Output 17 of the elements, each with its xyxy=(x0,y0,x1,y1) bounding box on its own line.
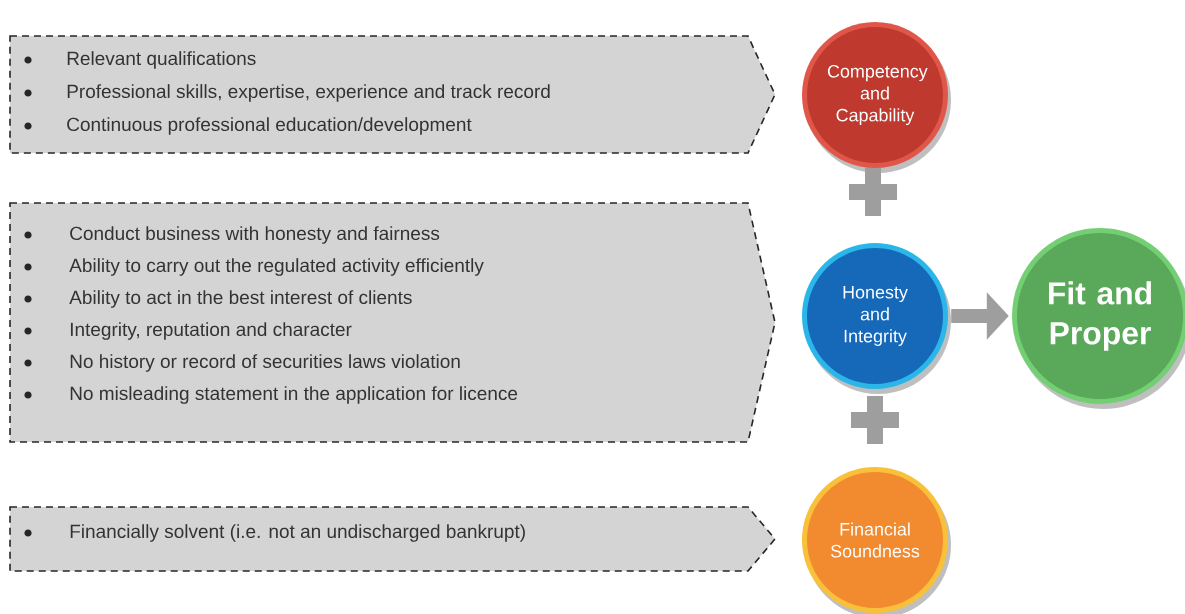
bullet-text: Conduct business with honesty and fairness xyxy=(70,226,440,244)
bullet-text: Professional skills, expertise, experience and track record xyxy=(67,84,550,102)
bullet-text: Financially solvent (i.e. not an undischarged bankrupt) xyxy=(70,524,525,542)
bullet-box xyxy=(9,506,777,572)
circle-node: Honesty and Integrity xyxy=(802,243,951,394)
bullet-text: Relevant qualifications xyxy=(67,51,256,69)
bullet-text: Ability to act in the best interest of clients xyxy=(69,290,412,308)
bullet-text: Continuous professional education/development xyxy=(67,117,472,135)
bullet-box xyxy=(9,202,776,443)
circle-node: Fit and Proper xyxy=(1012,228,1185,409)
circle-node: Financial Soundness xyxy=(802,467,951,614)
circle-node: Competency and Capability xyxy=(802,22,951,173)
bullet-text: No misleading statement in the application for licence xyxy=(70,386,518,404)
bullet-text: Ability to carry out the regulated activity efficiently xyxy=(69,258,484,276)
bullet-text: No history or record of securities laws violation xyxy=(70,354,460,372)
bullet-text: Integrity, reputation and character xyxy=(70,322,352,340)
bullet-box xyxy=(9,35,776,154)
